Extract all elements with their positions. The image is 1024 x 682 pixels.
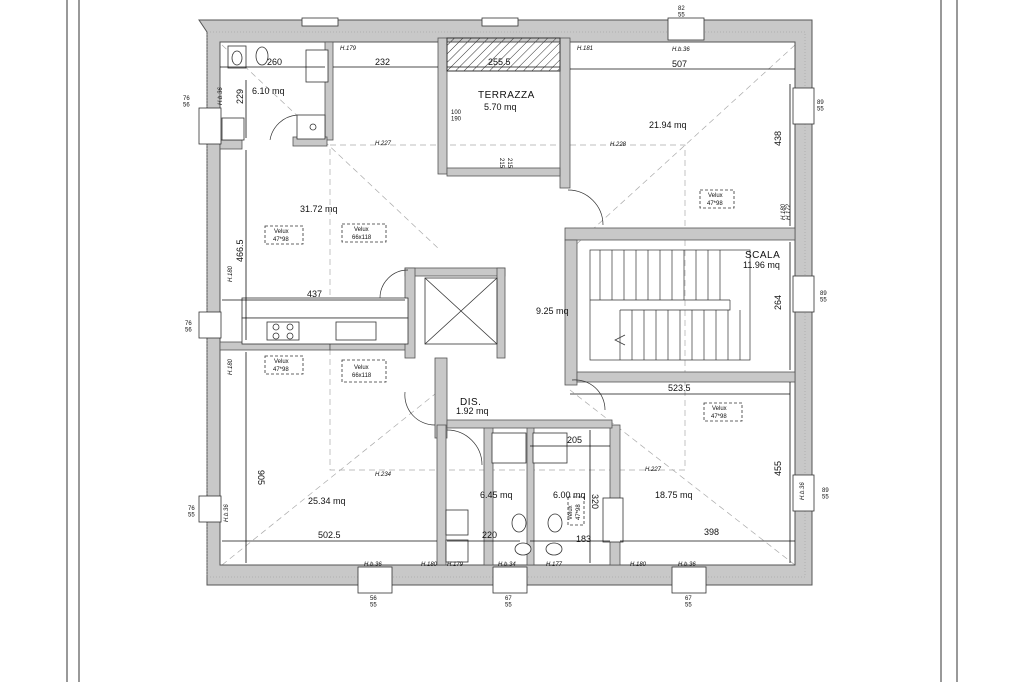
room-area-hall: 9.25 mq [536, 306, 569, 316]
room-area-se: 18.75 mq [655, 490, 693, 500]
dim-label: 205 [567, 435, 582, 445]
dim-label: 264 [773, 295, 783, 310]
height-mark: H.b.34 [498, 562, 516, 568]
dim-label: 466.5 [235, 239, 245, 262]
height-mark: H.227 [375, 141, 392, 147]
height-mark: H.181 [577, 46, 593, 52]
dim-label: 502.5 [318, 530, 341, 540]
velux-size: 47*98 [273, 367, 289, 373]
height-mark: H.228 [610, 142, 627, 148]
room-area-terrazza: 5.70 mq [484, 102, 517, 112]
kitchen-counter [241, 297, 409, 345]
velux-size: 47*98 [711, 414, 727, 420]
terrace-hatch [446, 37, 561, 72]
height-mark: H.b.36 [218, 87, 224, 105]
room-area-bath-s1: 6.45 mq [480, 490, 513, 500]
dim-label: 437 [307, 289, 322, 299]
velux-label: Velux [274, 229, 289, 235]
dim-label: 507 [672, 59, 687, 69]
room-area-bath-s2: 6.00 mq [553, 490, 586, 500]
window-openings [198, 17, 815, 594]
height-mark: H.180 [421, 562, 438, 568]
dim-label: 232 [375, 57, 390, 67]
height-mark: H.180 [630, 562, 647, 568]
height-mark: H.234 [375, 472, 392, 478]
height-mark: H.b.36 [672, 47, 690, 53]
dim-label: 320 [590, 494, 600, 509]
interior-walls [219, 37, 796, 566]
dim-label: 229 [235, 89, 245, 104]
room-area-dis: 1.92 mq [456, 406, 489, 416]
height-mark: H.b.36 [800, 482, 806, 500]
dim-label: 455 [773, 461, 783, 476]
height-mark: H.b.36 [224, 504, 230, 522]
room-label-terrazza: TERRAZZA [478, 90, 535, 101]
dim-label: 398 [704, 527, 719, 537]
height-mark: H.179 [447, 562, 464, 568]
dim-label: 215 [498, 158, 504, 169]
velux-label: Velux [708, 193, 723, 199]
velux-frames [264, 189, 743, 526]
dim-label: 905 [256, 470, 266, 485]
dim-label: 220 [482, 530, 497, 540]
height-mark: H.180 [781, 203, 787, 220]
roof-lines [221, 44, 796, 566]
dimension-lines [220, 66, 795, 563]
dim-label: 255.5 [488, 57, 511, 67]
velux-size: 47*98 [273, 237, 289, 243]
velux-size: 47*98 [576, 504, 582, 520]
velux-label: Velux [354, 365, 369, 371]
room-area-sw: 25.34 mq [308, 496, 346, 506]
room-label-dis: DIS. [460, 397, 481, 408]
height-mark: H.172 [786, 203, 792, 220]
velux-label: Velux [712, 406, 727, 412]
bathroom-fixtures [221, 45, 624, 563]
height-mark: H.227 [645, 467, 662, 473]
room-area-ne: 21.94 mq [649, 120, 687, 130]
room-area-bath-nw: 6.10 mq [252, 86, 285, 96]
height-mark: H.180 [228, 265, 234, 282]
dim-label: 215 [506, 158, 512, 169]
room-area-living: 31.72 mq [300, 204, 338, 214]
staircase [589, 249, 751, 361]
room-label-scala: SCALA [745, 250, 780, 261]
velux-label: Velux [354, 227, 369, 233]
velux-size: 47*98 [707, 201, 723, 207]
height-mark: H.177 [546, 562, 563, 568]
velux-size: 66x118 [352, 373, 372, 379]
elevator-shaft [424, 277, 498, 345]
dim-label: 438 [773, 131, 783, 146]
velux-label: Velux [274, 359, 289, 365]
height-mark: H.b.36 [678, 562, 696, 568]
dim-label: 183 [576, 534, 591, 544]
dim-label: 523.5 [668, 383, 691, 393]
height-mark: H.179 [340, 46, 357, 52]
door-arcs [269, 114, 606, 466]
room-area-scala: 11.96 mq [743, 260, 780, 270]
velux-label: Velux [568, 505, 574, 520]
dim-label: 260 [267, 57, 282, 67]
velux-size: 66x118 [352, 235, 372, 241]
height-mark: H.180 [228, 358, 234, 375]
height-mark: H.b.36 [364, 562, 382, 568]
